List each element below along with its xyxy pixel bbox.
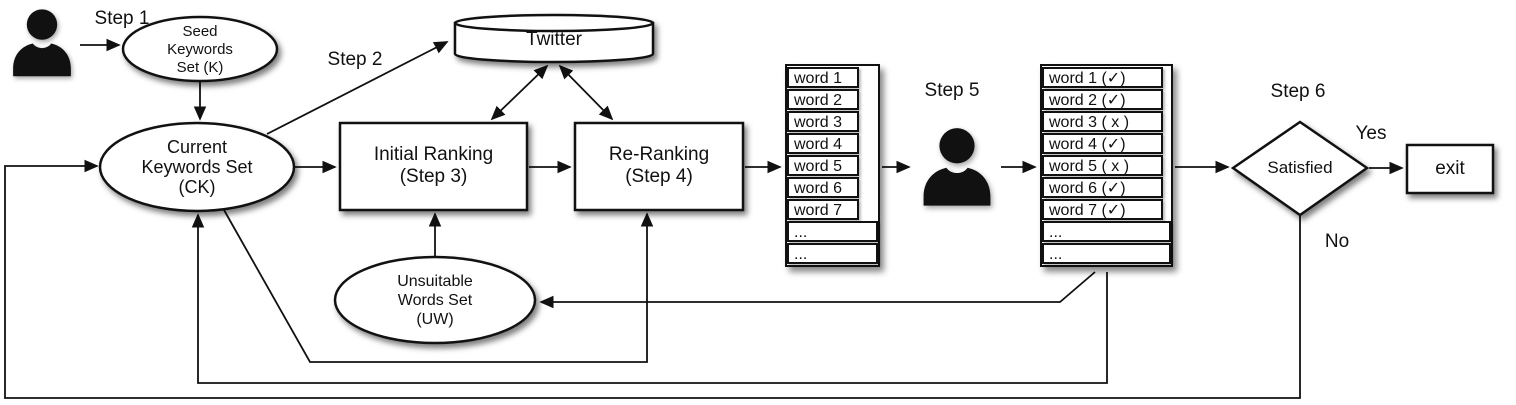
loop-no-to-ck [4,159,1301,399]
unsuitable-words-ellipse [333,255,537,345]
reviewed-word-row: word 3 ( x ) [1042,111,1163,132]
satisfied-diamond [1230,120,1370,217]
ranked-word-row: word 2 [787,89,859,110]
reviewed-word-row: word 5 ( x ) [1042,155,1163,176]
ranked-word-row: word 4 [787,133,859,154]
reviewed-word-list: word 1 (✓) word 2 (✓) word 3 ( x ) word … [1040,64,1173,267]
reviewed-word-row: word 1 (✓) [1042,67,1163,88]
person-icon [923,128,991,206]
ranked-word-row: word 3 [787,111,859,132]
reviewed-word-row: word 4 (✓) [1042,133,1163,154]
arrow-ck-to-twitter-step2 [266,41,449,135]
loop-ck-to-reranking [223,209,654,363]
ranked-word-row: ... [787,221,878,242]
initial-ranking-box [338,121,529,212]
arrow-twitter-reranking-bidirectional [558,64,614,121]
ranked-word-row: word 1 [787,67,859,88]
re-ranking-box [573,121,745,212]
ranked-word-list: word 1 word 2 word 3 word 4 word 5 word … [785,64,880,267]
reviewed-word-row: ... [1042,221,1171,242]
person-icon [13,9,71,77]
ranked-word-row: ... [787,243,878,264]
loop-reviewed-list-to-ck [191,213,1108,384]
ranked-word-row: word 6 [787,177,859,198]
exit-box [1405,143,1495,195]
loop-reviewed-list-to-uw [539,271,1096,309]
twitter-cylinder [453,13,655,64]
reviewed-word-row: word 6 (✓) [1042,177,1163,198]
seed-keywords-ellipse [121,15,279,83]
ranked-word-row: word 5 [787,155,859,176]
arrow-twitter-initial-bidirectional [490,64,549,121]
ranked-word-row: word 7 [787,199,859,220]
reviewed-word-row: word 2 (✓) [1042,89,1163,110]
reviewed-word-row: word 7 (✓) [1042,199,1163,220]
current-keywords-ellipse [98,121,296,213]
reviewed-word-row: ... [1042,243,1171,264]
